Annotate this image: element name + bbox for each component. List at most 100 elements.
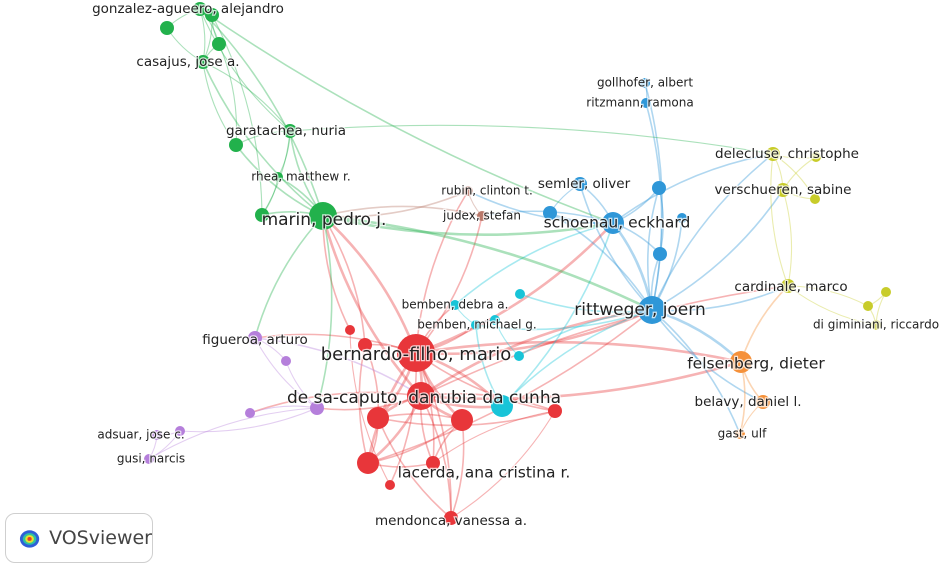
node-c1[interactable] — [491, 395, 513, 417]
node-garatachea[interactable] — [283, 124, 297, 138]
node-r1[interactable] — [358, 338, 372, 352]
node-judex[interactable] — [477, 211, 487, 221]
vosviewer-logo-icon — [19, 530, 40, 548]
node-label-belavy[interactable]: belavy, daniel l. — [693, 393, 803, 412]
node-label-bembenmg[interactable]: bemben, michael g. — [416, 316, 538, 333]
node-label-lacerda[interactable]: lacerda, ana cristina r. — [396, 462, 571, 483]
link-c4-rittweger — [519, 293, 653, 313]
link-r1-marin — [322, 215, 366, 346]
node-semler[interactable] — [573, 177, 587, 191]
node-r2[interactable] — [367, 407, 389, 429]
link-bembenda-schoenau — [454, 222, 614, 306]
node-schoenau[interactable] — [602, 212, 624, 234]
node-belavy[interactable] — [756, 395, 770, 409]
link-mendonca-r5 — [450, 410, 556, 519]
link-cardinale-delecluse — [770, 153, 789, 287]
node-g5[interactable] — [160, 21, 174, 35]
node-label-digiminiani[interactable]: di giminiani, riccardo — [812, 316, 941, 333]
node-p4[interactable] — [152, 430, 162, 440]
node-verschueren[interactable] — [776, 183, 790, 197]
node-casajus[interactable] — [196, 55, 210, 69]
node-label-bembenda[interactable]: bemben, debra a. — [400, 296, 509, 313]
link-desacaputo-marin — [321, 214, 423, 398]
node-lacerda[interactable] — [451, 409, 473, 431]
node-b1[interactable] — [543, 206, 557, 220]
link-p1-gusi — [148, 407, 318, 460]
node-g2[interactable] — [255, 208, 269, 222]
node-y4[interactable] — [881, 287, 891, 297]
node-b4[interactable] — [653, 247, 667, 261]
node-gusi[interactable] — [144, 454, 154, 464]
node-label-ritzmann[interactable]: ritzmann, ramona — [585, 94, 695, 111]
link-rittweger-ritzmann — [645, 102, 663, 311]
node-rubin[interactable] — [463, 186, 473, 196]
node-label-marin[interactable]: marin, pedro j. — [260, 209, 387, 232]
node-mendonca[interactable] — [444, 511, 458, 525]
node-p1[interactable] — [310, 401, 324, 415]
node-g1[interactable] — [229, 138, 243, 152]
node-digiminiani[interactable] — [871, 320, 881, 330]
node-b3[interactable] — [677, 213, 687, 223]
link-rittweger-delecluse — [651, 153, 774, 311]
node-label-schoenau[interactable]: schoenau, eckhard — [542, 212, 691, 233]
node-r3[interactable] — [357, 452, 379, 474]
node-label-delecluse[interactable]: delecluse, christophe — [714, 145, 860, 164]
node-r6[interactable] — [385, 480, 395, 490]
node-label-rittweger[interactable]: rittweger, joern — [573, 299, 707, 322]
node-c2[interactable] — [490, 315, 500, 325]
node-bernardo[interactable] — [397, 334, 435, 372]
node-bembenmg[interactable] — [471, 320, 481, 330]
node-r5[interactable] — [548, 404, 562, 418]
link-judex-marin — [322, 205, 483, 217]
link-rittweger-b1 — [549, 212, 653, 311]
node-label-gonzalez[interactable]: gonzalez-agueero, alejandro — [91, 0, 285, 18]
node-label-gollhofer[interactable]: gollhofer, albert — [596, 74, 695, 91]
node-figueroa[interactable] — [248, 331, 262, 345]
node-label-judex[interactable]: judex, stefan — [441, 207, 522, 224]
node-label-verschueren[interactable]: verschueren, sabine — [713, 181, 852, 200]
node-desacaputo[interactable] — [407, 382, 435, 410]
node-adsuar[interactable] — [175, 426, 185, 436]
node-label-cardinale[interactable]: cardinale, marco — [733, 278, 849, 297]
node-gonzalez[interactable] — [193, 2, 207, 16]
node-label-rhea[interactable]: rhea, matthew r. — [250, 168, 352, 185]
node-label-rubin[interactable]: rubin, clinton t. — [440, 182, 534, 199]
link-bembenmg-rittweger — [475, 309, 653, 331]
node-p3[interactable] — [281, 356, 291, 366]
node-rhea[interactable] — [273, 172, 283, 182]
node-delecluse[interactable] — [766, 147, 780, 161]
node-label-casajus[interactable]: casajus, jose a. — [135, 53, 241, 72]
node-c3[interactable] — [514, 351, 524, 361]
node-c4[interactable] — [515, 289, 525, 299]
node-label-mendonca[interactable]: mendonca, vanessa a. — [374, 512, 529, 531]
node-y2[interactable] — [810, 194, 820, 204]
vosviewer-badge: VOSviewer — [5, 513, 153, 563]
node-label-bernardo[interactable]: bernardo-filho, mario — [319, 343, 512, 367]
node-label-desacaputo[interactable]: de sa-caputo, danubia da cunha — [286, 387, 563, 410]
node-gollhofer[interactable] — [640, 78, 650, 88]
node-label-gusi[interactable]: gusi, narcis — [116, 450, 187, 467]
node-label-figueroa[interactable]: figueroa, arturo — [201, 331, 309, 350]
node-b2[interactable] — [652, 181, 666, 195]
node-label-gast[interactable]: gast, ulf — [716, 425, 768, 442]
node-label-garatachea[interactable]: garatachea, nuria — [225, 122, 348, 141]
node-ritzmann[interactable] — [641, 98, 651, 108]
node-bembenda[interactable] — [450, 300, 460, 310]
node-r7[interactable] — [345, 325, 355, 335]
node-p2[interactable] — [245, 408, 255, 418]
node-g4[interactable] — [205, 8, 219, 22]
node-label-semler[interactable]: semler, oliver — [537, 175, 632, 194]
node-y1[interactable] — [811, 152, 821, 162]
node-r4[interactable] — [426, 456, 440, 470]
node-felsenberg[interactable] — [730, 351, 752, 373]
node-gast[interactable] — [735, 429, 745, 439]
node-y3[interactable] — [863, 301, 873, 311]
link-desacaputo-r5 — [420, 392, 556, 412]
node-g3[interactable] — [212, 37, 226, 51]
node-label-adsuar[interactable]: adsuar, jose c. — [96, 426, 186, 443]
node-marin[interactable] — [309, 202, 337, 230]
node-label-felsenberg[interactable]: felsenberg, dieter — [686, 353, 827, 374]
node-rittweger[interactable] — [638, 296, 666, 324]
node-cardinale[interactable] — [781, 279, 795, 293]
